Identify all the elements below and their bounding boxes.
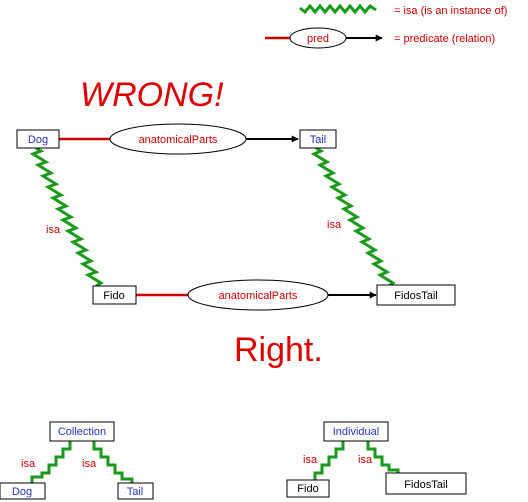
collection-dog-label: Dog [12,486,32,498]
wrong-label: WRONG! [80,76,224,114]
isa-label-right: isa [327,219,342,231]
individual-root-box [323,421,389,442]
node-fido: Fido [92,285,137,305]
collection-root-box [49,421,115,442]
node-fidostail-label: FidosTail [394,290,437,302]
individual-fido-label: Fido [297,483,318,495]
relation-label-bottom: anatomicalParts [219,290,298,302]
individual-fidostail-label: FidosTail [404,479,447,491]
isa-label-left: isa [46,224,61,236]
legend-isa-zigzag [299,3,377,15]
node-fido-label: Fido [103,290,124,302]
collection-dog-box [0,482,46,500]
collection-isa-right-label: isa [82,458,97,470]
collection-root-label: Collection [58,426,106,438]
individual-isa-right-label: isa [358,454,373,466]
collection-tail-box [117,482,154,500]
collection-tail-label: Tail [127,486,144,498]
isa-zigzag-tail-fidostail [310,146,396,288]
node-fidostail: FidosTail [376,284,456,306]
legend-isa-text: = isa (is an instance of) [394,5,507,17]
node-tail-label: Tail [310,134,327,146]
isa-zigzag-dog-fido [29,146,104,288]
individual-isa-left-label: isa [303,454,318,466]
right-label: Right. [234,331,323,369]
node-dog: Dog [16,129,60,149]
node-tail: Tail [299,129,337,149]
individual-fidostail-box [385,472,467,495]
individual-tree: isa isa Individual Fido FidosTail [286,421,467,498]
individual-isa-right-zigzag [366,441,400,473]
individual-fido-box [286,479,330,498]
collection-isa-left-label: isa [21,458,36,470]
node-dog-label: Dog [28,134,48,146]
relation-label-top: anatomicalParts [139,134,218,146]
legend: = isa (is an instance of) pred = predica… [265,3,507,49]
legend-pred-label: pred [307,33,329,45]
legend-pred-text: = predicate (relation) [394,33,495,45]
individual-root-label: Individual [333,426,379,438]
collection-isa-right-zigzag [92,441,134,483]
individual-isa-left-zigzag [313,441,345,480]
collection-tree: isa isa Collection Dog Tail [0,421,154,500]
collection-isa-left-zigzag [30,441,72,483]
